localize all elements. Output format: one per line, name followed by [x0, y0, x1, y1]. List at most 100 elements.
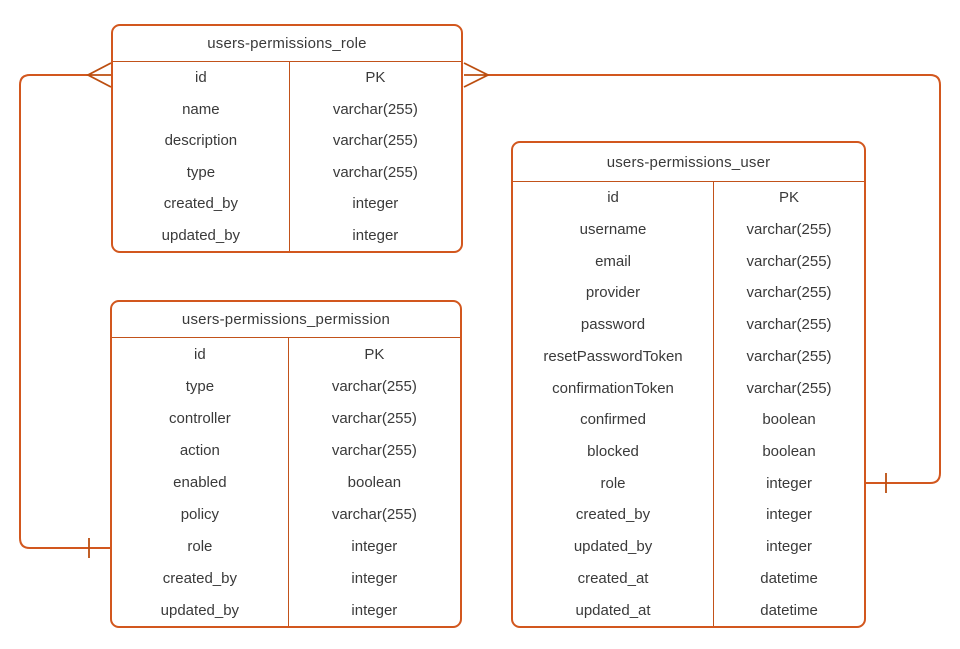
- table-row: updated_by integer: [113, 219, 461, 251]
- table-row: type varchar(255): [113, 156, 461, 188]
- table-row: name varchar(255): [113, 93, 461, 125]
- field-type: boolean: [713, 435, 864, 468]
- field-type: varchar(255): [287, 498, 460, 530]
- field-name: name: [182, 100, 220, 118]
- field-type: varchar(255): [713, 308, 864, 341]
- table-row: description varchar(255): [113, 125, 461, 157]
- table-row: username varchar(255): [513, 213, 864, 246]
- field-name: id: [607, 189, 619, 207]
- table-row: id PK: [113, 62, 461, 94]
- field-type: integer: [287, 562, 460, 594]
- field-name: updated_by: [573, 538, 653, 556]
- field-name: email: [595, 252, 631, 270]
- field-name: created_by: [162, 569, 237, 587]
- table-row: role integer: [112, 530, 460, 562]
- field-name: enabled: [173, 473, 227, 491]
- table-body: id PK name varchar(255) description varchar(2…: [113, 62, 461, 251]
- field-type: varchar(255): [713, 245, 864, 278]
- field-type: varchar(255): [287, 370, 460, 402]
- field-type: varchar(255): [287, 434, 460, 466]
- field-name: updated_by: [160, 601, 240, 619]
- field-type: integer: [713, 467, 864, 500]
- field-type: integer: [287, 594, 460, 626]
- field-type: PK: [287, 338, 460, 370]
- field-type: integer: [288, 188, 461, 220]
- entity-table-permission[interactable]: users-permissions_permission id PK type var…: [110, 300, 462, 628]
- field-type: varchar(255): [287, 402, 460, 434]
- field-name: created_by: [163, 195, 238, 213]
- table-row: email varchar(255): [513, 245, 864, 278]
- table-row: password varchar(255): [513, 308, 864, 341]
- table-body: id PK username varchar(255) email varchar(255…: [513, 182, 864, 626]
- table-row: blocked boolean: [513, 435, 864, 468]
- table-row: created_by integer: [113, 188, 461, 220]
- field-type: datetime: [713, 562, 864, 595]
- field-type: varchar(255): [713, 340, 864, 373]
- field-name: confirmed: [580, 411, 646, 429]
- field-name: username: [579, 221, 647, 239]
- table-row: updated_by integer: [513, 530, 864, 563]
- field-name: password: [580, 316, 646, 334]
- field-type: integer: [713, 530, 864, 563]
- crow-foot-many-icon: [86, 62, 112, 88]
- field-name: type: [186, 163, 216, 181]
- field-type: varchar(255): [288, 156, 461, 188]
- table-row: created_by integer: [112, 562, 460, 594]
- relationship-role-permission[interactable]: [19, 62, 112, 558]
- field-type: varchar(255): [288, 93, 461, 125]
- field-type: boolean: [287, 466, 460, 498]
- table-row: updated_by integer: [112, 594, 460, 626]
- table-title: users-permissions_user: [513, 143, 864, 182]
- field-type: integer: [713, 499, 864, 531]
- field-name: id: [195, 69, 207, 87]
- entity-table-user[interactable]: users-permissions_user id PK username varch…: [511, 141, 866, 628]
- table-row: confirmed boolean: [513, 403, 864, 436]
- relationship-role-user[interactable]: [463, 62, 941, 493]
- table-row: id PK: [513, 182, 864, 214]
- table-row: role integer: [513, 467, 864, 500]
- field-name: created_at: [577, 569, 649, 587]
- field-name: role: [600, 474, 626, 492]
- field-type: boolean: [713, 403, 864, 436]
- table-row: id PK: [112, 338, 460, 370]
- field-type: PK: [288, 62, 461, 94]
- table-title: users-permissions_role: [113, 26, 461, 62]
- field-type: varchar(255): [713, 372, 864, 404]
- entity-table-role[interactable]: users-permissions_role id PK name varchar(2…: [111, 24, 463, 253]
- field-type: varchar(255): [713, 277, 864, 309]
- table-row: controller varchar(255): [112, 402, 460, 434]
- field-type: PK: [713, 182, 864, 214]
- relationship-line[interactable]: [19, 74, 110, 549]
- field-type: varchar(255): [288, 125, 461, 157]
- field-name: type: [185, 377, 215, 395]
- field-name: controller: [169, 409, 231, 427]
- crow-foot-many-icon: [463, 62, 491, 88]
- field-name: policy: [180, 505, 220, 523]
- table-title: users-permissions_permission: [112, 302, 460, 338]
- field-type: integer: [288, 219, 461, 251]
- field-type: datetime: [713, 594, 864, 626]
- table-row: confirmationToken varchar(255): [513, 372, 864, 404]
- field-name: action: [179, 441, 220, 459]
- field-name: confirmationToken: [552, 379, 674, 397]
- field-name: updated_at: [575, 601, 651, 619]
- field-name: blocked: [587, 443, 639, 461]
- field-type: integer: [287, 530, 460, 562]
- table-body: id PK type varchar(255) controller varchar(25…: [112, 338, 460, 626]
- field-name: id: [194, 345, 206, 363]
- field-name: role: [187, 537, 213, 555]
- relationship-line[interactable]: [488, 74, 941, 484]
- field-type: varchar(255): [713, 213, 864, 246]
- table-row: created_by integer: [513, 499, 864, 531]
- field-name: created_by: [575, 506, 651, 524]
- field-name: updated_by: [161, 226, 241, 244]
- table-row: created_at datetime: [513, 562, 864, 595]
- table-row: updated_at datetime: [513, 594, 864, 626]
- field-name: provider: [585, 284, 641, 302]
- table-row: policy varchar(255): [112, 498, 460, 530]
- table-row: provider varchar(255): [513, 277, 864, 309]
- field-name: description: [164, 132, 238, 150]
